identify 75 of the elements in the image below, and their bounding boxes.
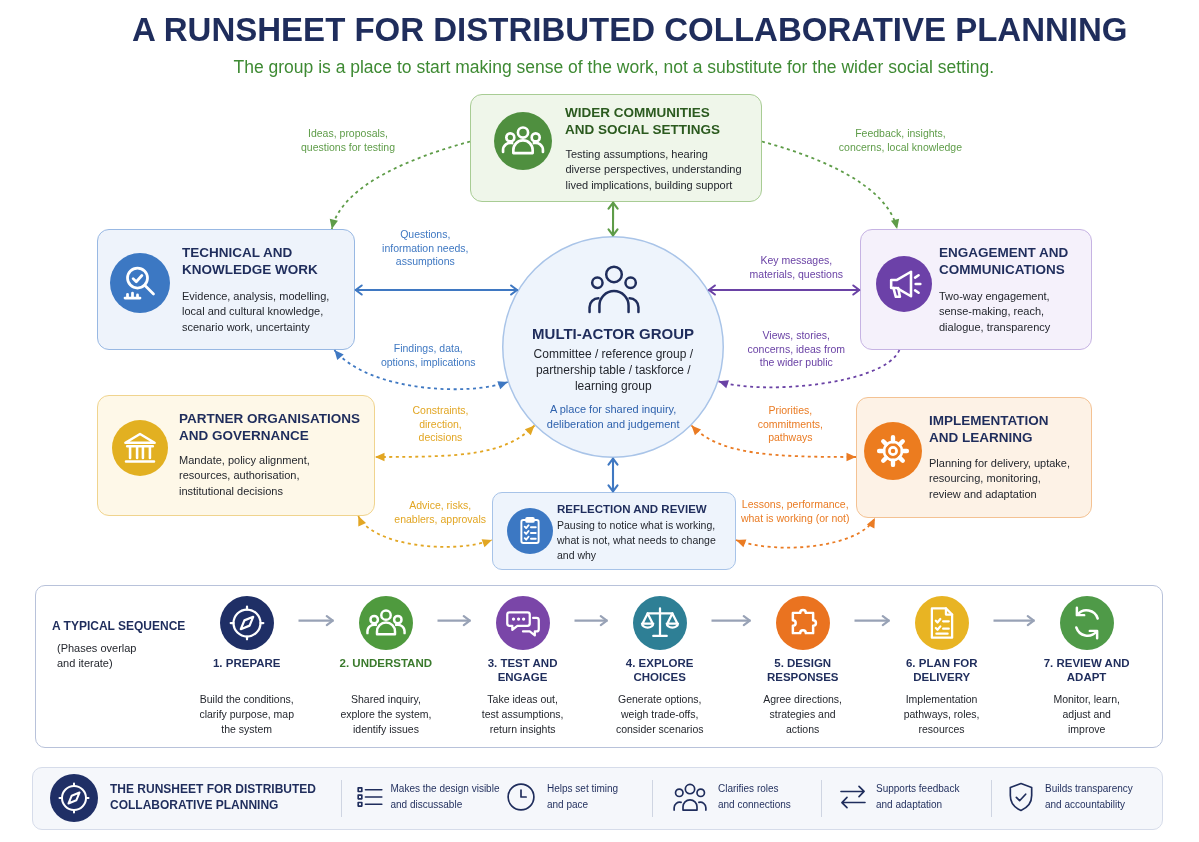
card-title: PARTNER ORGANISATIONS AND GOVERNANCE [179, 409, 361, 446]
sequence-panel [35, 585, 1163, 748]
card-title: REFLECTION AND REVIEW [557, 501, 708, 517]
step-title: 5. DESIGN RESPONSES [766, 655, 840, 686]
double-arrow [690, 424, 857, 462]
section-heading: A TYPICAL SEQUENCE [52, 618, 187, 635]
card-title: IMPLEMENTATION AND LEARNING [929, 411, 1050, 448]
double-arrow [735, 517, 876, 549]
arrow [330, 140, 471, 230]
group-description: Committee / reference group / partnership table / taskforce / learning group [532, 347, 694, 395]
card-description: Two-way engagement, sense-making, reach, dialogue, transparency [939, 288, 1052, 336]
feature-text: Clarifies roles and connections [718, 781, 792, 812]
summary-title: THE RUNSHEET FOR DISTRIBUTED COLLABORATIVE PLANNING [110, 780, 317, 813]
edge-label: Feedback, insights, concerns, local knowledge [837, 127, 963, 155]
card-description: Testing assumptions, hearing diverse perspectives, understanding lived implications, building support [565, 146, 743, 194]
step-title: 4. EXPLORE CHOICES [625, 655, 695, 686]
edge-label: Findings, data, options, implications [380, 342, 477, 370]
feature-text: Builds transparency and accountability [1045, 781, 1134, 812]
card-description: Mandate, policy alignment, resources, authorisation, institutional decisions [179, 452, 311, 500]
arrow [298, 615, 334, 627]
step-description: Implementation pathways, roles, resources [903, 691, 981, 737]
step-title: 3. TEST AND ENGAGE [487, 655, 559, 686]
group-circle [502, 236, 724, 458]
step-description: Shared inquiry, explore the system, identify issues [339, 691, 433, 737]
topic-card [470, 94, 762, 202]
card-title: WIDER COMMUNITIES AND SOCIAL SETTINGS [565, 103, 721, 140]
feature-text: Supports feedback and adaptation [876, 781, 961, 812]
group-title: MULTI-ACTOR GROUP [531, 325, 695, 344]
page-subtitle: The group is a place to start making sense of the work, not a substitute for the wider social setting. [233, 57, 995, 78]
card-description: Pausing to notice what is working, what is not, what needs to change and why [557, 517, 717, 563]
feature-text: Makes the design visible and discussable [390, 781, 501, 812]
double-arrow [374, 424, 536, 462]
page-title: A RUNSHEET FOR DISTRIBUTED COLLABORATIVE PLANNING [132, 10, 1128, 50]
edge-label: Priorities, commitments, pathways [756, 404, 824, 445]
arrow [437, 615, 471, 627]
summary-bar [32, 767, 1163, 830]
step-title: 2. UNDERSTAND [338, 655, 433, 671]
step-description: Take ideas out, test assumptions, return insights [481, 691, 565, 737]
double-arrow [357, 515, 493, 548]
double-arrow [354, 284, 519, 296]
arrow [717, 349, 901, 389]
step-description: Agree directions, strategies and actions [762, 691, 843, 737]
topic-card [492, 492, 736, 570]
double-arrow [607, 457, 619, 493]
edge-label: Questions, information needs, assumptions [381, 228, 470, 269]
topic-card [860, 229, 1092, 350]
card-title: TECHNICAL AND KNOWLEDGE WORK [182, 243, 319, 280]
edge-label: Views, stories, concerns, ideas from the wider public [746, 329, 846, 370]
arrow [854, 615, 890, 627]
topic-card [97, 395, 375, 516]
arrow [711, 615, 751, 627]
arrow [761, 140, 898, 230]
step-title: 7. REVIEW AND ADAPT [1043, 655, 1131, 686]
step-description: Build the conditions, clarify purpose, map the system [198, 691, 295, 737]
step-description: Monitor, learn, adjust and improve [1052, 691, 1121, 737]
group-tagline: A place for shared inquiry, deliberation and judgement [546, 402, 681, 432]
edge-label: Ideas, proposals, questions for testing [300, 127, 396, 155]
edge-label: Lessons, performance, what is working (or not) [740, 498, 851, 526]
topic-card [97, 229, 355, 350]
feature-text: Helps set timing and pace [547, 781, 620, 812]
double-arrow [607, 201, 619, 237]
double-arrow [707, 284, 861, 296]
card-description: Planning for delivery, uptake, resourcing, monitoring, review and adaptation [929, 455, 1072, 503]
step-title: 1. PREPARE [212, 655, 282, 671]
edge-label: Advice, risks, enablers, approvals [393, 499, 487, 527]
edge-label: Key messages, materials, questions [748, 254, 844, 282]
topic-card [856, 397, 1092, 518]
section-note: (Phases overlap and iterate) [57, 640, 138, 672]
card-description: Evidence, analysis, modelling, local and cultural knowledge, scenario work, uncertainty [182, 288, 331, 336]
arrow [993, 615, 1035, 627]
arrow [574, 615, 608, 627]
card-title: ENGAGEMENT AND COMMUNICATIONS [939, 243, 1070, 280]
step-description: Generate options, weigh trade-offs, consider scenarios [615, 691, 705, 737]
step-title: 6. PLAN FOR DELIVERY [905, 655, 979, 686]
double-arrow [333, 349, 509, 391]
